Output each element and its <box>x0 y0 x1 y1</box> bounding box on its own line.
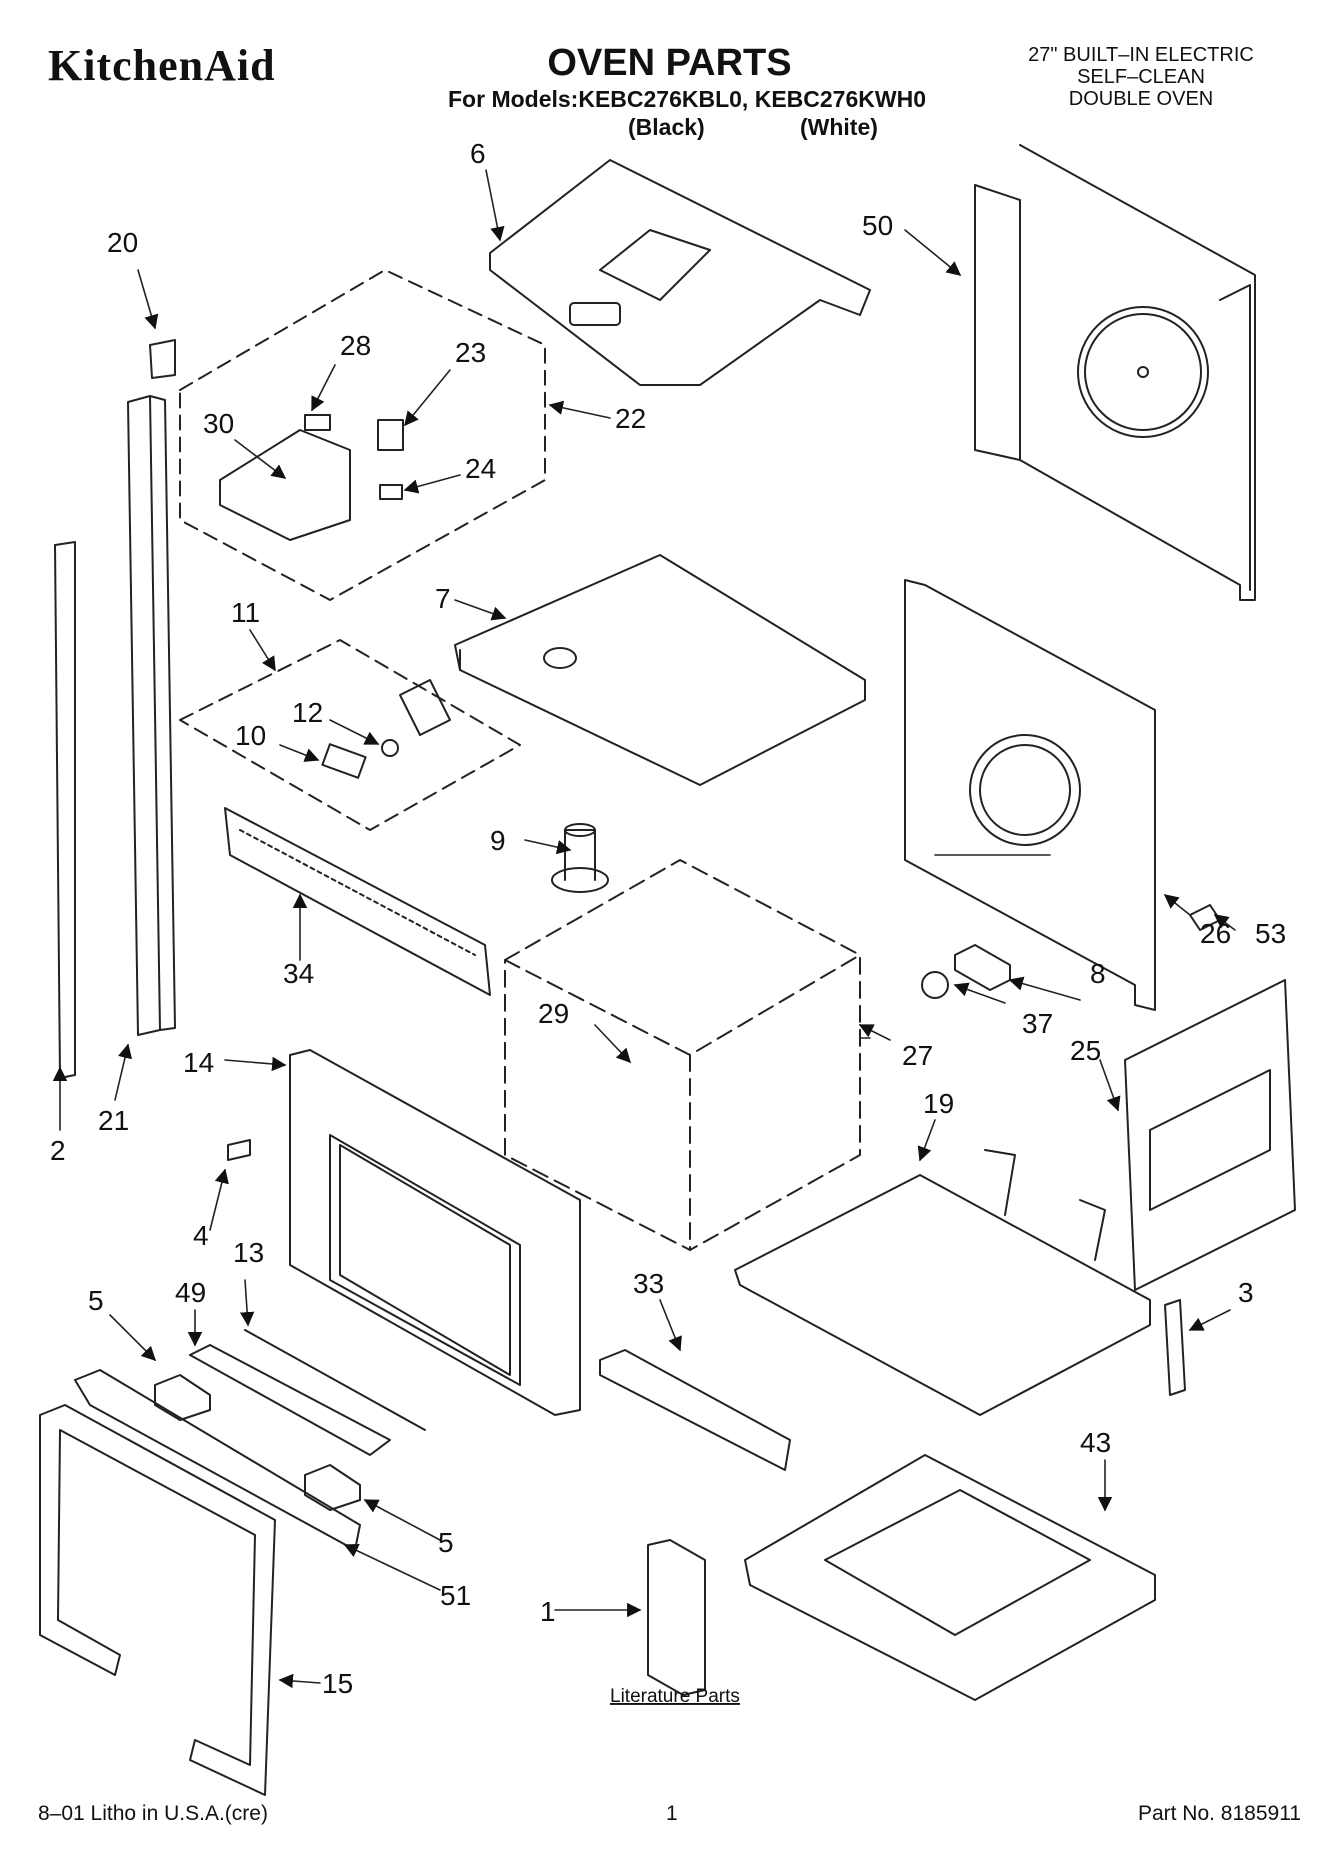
callout-13: 13 <box>233 1237 264 1268</box>
callout-43: 43 <box>1080 1427 1111 1458</box>
callout-12: 12 <box>292 697 323 728</box>
callout-25: 25 <box>1070 1035 1101 1066</box>
callout-5-right: 5 <box>438 1527 454 1558</box>
part-26-side-frame <box>904 579 1156 1011</box>
callout-1: 1 <box>540 1596 556 1627</box>
callout-50: 50 <box>862 210 893 241</box>
callout-2: 2 <box>50 1135 66 1166</box>
part-43-bottom-tray <box>744 1454 1156 1701</box>
literature-parts-label: Literature Parts <box>610 1686 740 1707</box>
page-title: OVEN PARTS <box>547 42 792 84</box>
callout-11: 11 <box>231 597 260 628</box>
part-19-floor-plate <box>734 1149 1151 1416</box>
callout-6: 6 <box>470 138 486 169</box>
part-51-trim-strip <box>74 1369 361 1551</box>
callout-30: 30 <box>203 408 234 439</box>
callout-9: 9 <box>490 825 506 856</box>
part-27-oven-cavity <box>504 859 861 1251</box>
part-21-side-trim <box>127 395 176 1036</box>
callout-28: 28 <box>340 330 371 361</box>
callout-labels: 1 2 3 4 5 5 6 7 8 9 10 11 12 13 14 15 19… <box>50 138 1286 1707</box>
callout-22: 22 <box>615 403 646 434</box>
part-11-light-assembly <box>179 639 521 831</box>
part-1-literature <box>647 1539 706 1696</box>
callout-14: 14 <box>183 1047 214 1078</box>
callout-8: 8 <box>1090 958 1106 989</box>
part-5-spacer-left <box>154 1374 211 1421</box>
callout-21: 21 <box>98 1105 129 1136</box>
part-20-cap <box>149 339 176 379</box>
part-13-seal <box>244 1329 426 1431</box>
part-8-block <box>954 944 1011 991</box>
footer-print-info: 8–01 Litho in U.S.A.(cre) <box>38 1802 268 1825</box>
callout-51: 51 <box>440 1580 471 1611</box>
callout-4: 4 <box>193 1220 209 1251</box>
part-22-control-assembly <box>179 269 546 601</box>
callout-29: 29 <box>538 998 569 1029</box>
callout-53: 53 <box>1255 918 1286 949</box>
footer-part-number: Part No. 8185911 <box>1137 1802 1301 1825</box>
part-25-side-panel <box>1124 979 1296 1291</box>
description-line: SELF–CLEAN <box>1077 66 1205 88</box>
callout-49: 49 <box>175 1277 206 1308</box>
callout-24: 24 <box>465 453 496 484</box>
callout-37: 37 <box>1022 1008 1053 1039</box>
part-37-thermostat <box>921 971 949 999</box>
part-3-bracket <box>1164 1299 1186 1396</box>
description-line: 27" BUILT–IN ELECTRIC <box>1028 44 1254 66</box>
leader-lines <box>52 169 1236 1689</box>
product-description: 27" BUILT–IN ELECTRIC SELF–CLEAN DOUBLE … <box>991 44 1291 110</box>
callout-23: 23 <box>455 337 486 368</box>
callout-3: 3 <box>1238 1277 1254 1308</box>
callout-5-left: 5 <box>88 1285 104 1316</box>
part-5-spacer-right <box>304 1464 361 1511</box>
description-line: DOUBLE OVEN <box>1068 88 1214 110</box>
part-14-front-frame <box>289 1049 581 1416</box>
callout-27: 27 <box>902 1040 933 1071</box>
part-15-door-gasket <box>39 1404 276 1796</box>
callout-15: 15 <box>322 1668 353 1699</box>
part-33-channel <box>599 1349 791 1471</box>
callout-19: 19 <box>923 1088 954 1119</box>
callout-26: 26 <box>1200 918 1231 949</box>
callout-10: 10 <box>235 720 266 751</box>
part-7-top-plate <box>454 554 866 786</box>
part-34-vent-grille <box>224 807 491 996</box>
callout-33: 33 <box>633 1268 664 1299</box>
callout-7: 7 <box>435 583 451 614</box>
color-label-white: (White) <box>800 114 878 140</box>
model-numbers: For Models:KEBC276KBL0, KEBC276KWH0 <box>448 86 926 112</box>
brand-logo: KitchenAid <box>48 41 276 90</box>
part-50-rear-panel <box>974 144 1256 601</box>
footer-page-number: 1 <box>666 1802 678 1825</box>
part-49-strip <box>189 1344 391 1456</box>
callout-20: 20 <box>107 227 138 258</box>
part-6-vent-cover <box>489 159 871 386</box>
callout-34: 34 <box>283 958 314 989</box>
part-9-vent <box>551 823 609 893</box>
part-2-side-trim <box>54 541 76 1079</box>
part-4-screw <box>227 1139 251 1161</box>
color-label-black: (Black) <box>628 114 705 140</box>
